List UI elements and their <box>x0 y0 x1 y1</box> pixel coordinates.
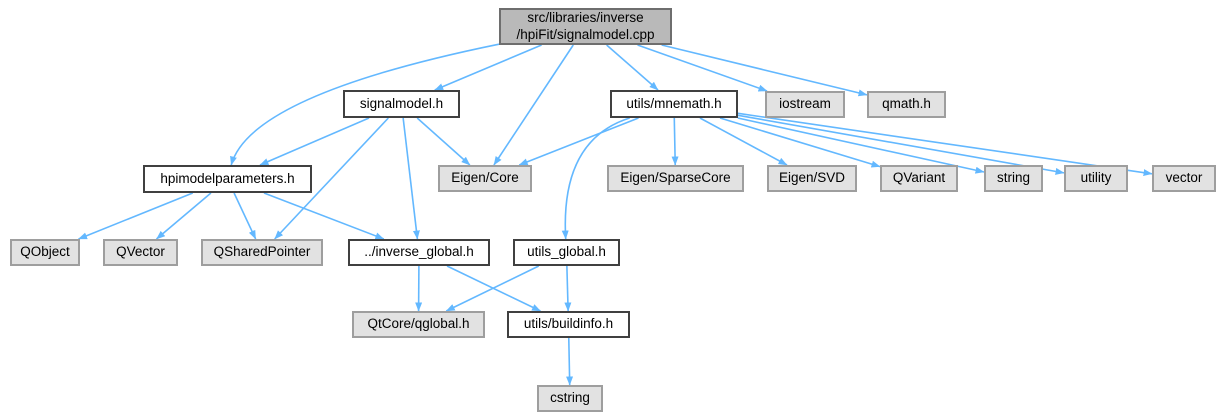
node-iostream[interactable]: iostream <box>765 91 845 118</box>
node-label: iostream <box>779 96 831 112</box>
node-qobject[interactable]: QObject <box>10 239 80 266</box>
node-label: QVariant <box>892 170 946 186</box>
edge-mnemath-h-to-eigen-core <box>518 117 639 166</box>
node-label: Eigen/Core <box>451 170 519 186</box>
edge-mnemath-h-to-qvariant <box>719 117 881 168</box>
node-eigen-core[interactable]: Eigen/Core <box>438 165 532 192</box>
node-label: utils/buildinfo.h <box>523 316 614 332</box>
node-label: QObject <box>20 244 70 260</box>
edge-hpimodelparameters-h-to-qvector <box>155 192 212 240</box>
node-label: cstring <box>550 390 590 406</box>
node-label: hpimodelparameters.h <box>160 170 295 186</box>
node-qtcore-qglobal-h[interactable]: QtCore/qglobal.h <box>352 311 485 338</box>
edge-utils-global-h-to-qtcore-qglobal-h <box>445 265 540 312</box>
node-string[interactable]: string <box>984 165 1043 192</box>
edge-utils-global-h-to-utils-buildinfo-h <box>564 265 572 312</box>
node-label: string <box>996 170 1030 186</box>
edge-mnemath-h-to-vector <box>737 112 1153 177</box>
node-label: utils/mnemath.h <box>626 95 722 111</box>
edge-hpimodelparameters-h-to-qobject <box>78 192 194 240</box>
node-label: QSharedPointer <box>213 244 311 260</box>
node-utility[interactable]: utility <box>1064 165 1128 192</box>
edge-mnemath-h-to-eigen-svd <box>699 117 788 166</box>
edge-signalmodel-cpp-to-hpimodelparameters-h <box>230 43 500 166</box>
node-vector[interactable]: vector <box>1152 165 1216 192</box>
node-label: signalmodel.h <box>359 95 444 111</box>
node-label: qmath.h <box>882 96 931 112</box>
node-label: ../inverse_global.h <box>364 244 474 260</box>
node-label: src/libraries/inverse /hpiFit/signalmode… <box>516 10 655 42</box>
edge-signalmodel-h-to-eigen-core <box>416 117 471 166</box>
node-signalmodel-h[interactable]: signalmodel.h <box>343 90 460 118</box>
edge-signalmodel-cpp-to-mnemath-h <box>606 44 659 91</box>
edge-mnemath-h-to-utility <box>737 114 1065 175</box>
node-qsharedpointer[interactable]: QSharedPointer <box>201 239 323 266</box>
edge-signalmodel-cpp-to-qmath-h <box>661 44 868 97</box>
node-label: utils_global.h <box>527 244 606 260</box>
edge-signalmodel-cpp-to-signalmodel-h <box>434 44 542 91</box>
node-label: utility <box>1080 170 1112 186</box>
edge-mnemath-h-to-utils-global-h <box>561 117 630 240</box>
node-label: QVector <box>116 244 165 260</box>
node-cstring[interactable]: cstring <box>537 385 603 412</box>
node-hpimodelparameters-h[interactable]: hpimodelparameters.h <box>143 165 312 193</box>
edge-hpimodelparameters-h-to-qsharedpointer <box>233 192 257 240</box>
edge-utils-buildinfo-h-to-cstring <box>566 337 574 386</box>
edge-signalmodel-cpp-to-eigen-core <box>493 44 574 166</box>
node-signalmodel-cpp[interactable]: src/libraries/inverse /hpiFit/signalmode… <box>499 8 672 45</box>
node-inverse-global-h[interactable]: ../inverse_global.h <box>348 239 490 266</box>
edge-signalmodel-h-to-inverse-global-h <box>402 117 420 240</box>
node-qmath-h[interactable]: qmath.h <box>867 91 946 118</box>
edge-hpimodelparameters-h-to-inverse-global-h <box>263 192 385 240</box>
node-qvariant[interactable]: QVariant <box>880 165 958 192</box>
node-eigen-sparsecore[interactable]: Eigen/SparseCore <box>607 165 744 192</box>
edge-signalmodel-h-to-hpimodelparameters-h <box>259 117 370 166</box>
edge-mnemath-h-to-string <box>737 117 985 174</box>
node-qvector[interactable]: QVector <box>103 239 178 266</box>
node-mnemath-h[interactable]: utils/mnemath.h <box>610 90 738 118</box>
node-eigen-svd[interactable]: Eigen/SVD <box>767 165 857 192</box>
node-utils-buildinfo-h[interactable]: utils/buildinfo.h <box>507 311 630 338</box>
node-utils-global-h[interactable]: utils_global.h <box>513 239 620 266</box>
node-label: Eigen/SVD <box>778 170 846 186</box>
node-label: vector <box>1165 170 1203 186</box>
node-label: Eigen/SparseCore <box>620 170 731 186</box>
node-label: QtCore/qglobal.h <box>367 316 470 332</box>
edge-mnemath-h-to-eigen-sparsecore <box>671 117 679 166</box>
edge-signalmodel-h-to-qsharedpointer <box>274 117 389 240</box>
edge-signalmodel-cpp-to-iostream <box>637 44 768 92</box>
